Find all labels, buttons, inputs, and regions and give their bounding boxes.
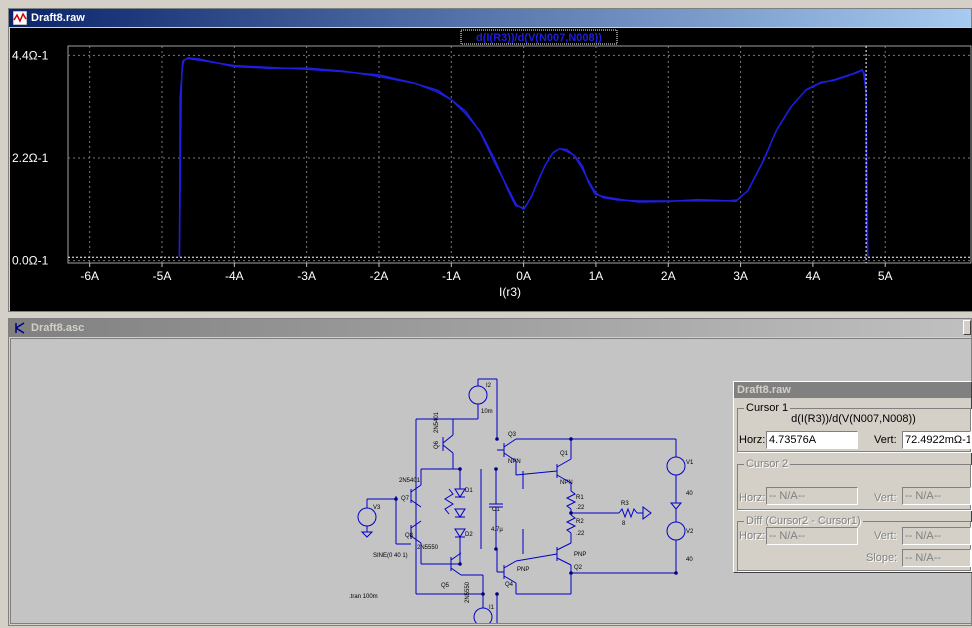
cursor1-horz-field[interactable]: 4.73576A (766, 431, 858, 449)
v2-label: V2 (686, 529, 694, 535)
x-axis-label: I(r3) (499, 285, 521, 299)
x-tick-label: 0A (516, 269, 531, 283)
trace-line (178, 57, 869, 258)
waveform-icon (13, 11, 27, 25)
q1-model: NPN (560, 480, 573, 486)
i1-label: I1 (489, 605, 495, 611)
diff-vert-field[interactable]: -- N/A-- (902, 527, 971, 545)
q3-model: NPN (508, 459, 521, 465)
c1-label: C1 (492, 507, 500, 513)
window-button[interactable] (963, 320, 971, 335)
schematic-window-titlebar[interactable]: Draft8.asc (9, 319, 971, 337)
v3-label: V3 (373, 505, 381, 511)
cursor1-trace: d(I(R3))/d(V(N007,N008)) (791, 413, 916, 425)
v2-value: 40 (686, 557, 693, 563)
d2-label: D2 (465, 532, 473, 538)
schematic-junctions (394, 437, 678, 596)
v3-value: SINE(0 40 1) (373, 553, 408, 559)
schematic-labels: I2 10m 2N5401 Q6 Q3 NPN Q1 NPN 2N5401 Q7… (349, 383, 694, 611)
r1-label: R1 (576, 495, 584, 501)
x-tick-label: 3A (733, 269, 748, 283)
diff-horz-field[interactable]: -- N/A-- (766, 527, 858, 545)
plot-window[interactable]: Draft8.raw -6A -5A -4A -3A -2A -1A 0A 1A 2A 3A 4A 5… (8, 8, 972, 312)
y-tick-label: 4.4Ω-1 (12, 48, 49, 62)
r2-label: R2 (576, 519, 584, 525)
x-tick-label: -3A (297, 269, 316, 283)
q6-model: 2N5401 (434, 411, 440, 433)
q5-model: 2N5550 (465, 581, 471, 603)
r1-value: .22 (576, 505, 585, 511)
q6-label: Q6 (434, 440, 440, 449)
q8-model: 2N5550 (417, 545, 439, 551)
v1-label: V1 (686, 460, 694, 466)
x-tick-label: -4A (225, 269, 244, 283)
cursor2-horz-field[interactable]: -- N/A-- (766, 487, 858, 505)
tran-directive: .tran 100m (349, 594, 378, 600)
x-tick-label: 5A (878, 269, 893, 283)
r3-value: 8 (622, 521, 626, 527)
schematic-drawing[interactable]: I2 10m 2N5401 Q6 Q3 NPN Q1 NPN 2N5401 Q7… (11, 339, 971, 628)
plot-area[interactable]: -6A -5A -4A -3A -2A -1A 0A 1A 2A 3A 4A 5A 4.4Ω-1 2.2Ω… (10, 28, 972, 311)
cursor2-vert-label: Vert: (874, 492, 897, 504)
cursor2-vert-field[interactable]: -- N/A-- (902, 487, 971, 505)
plot-frame (67, 45, 972, 264)
q5-label: Q5 (441, 583, 450, 589)
x-tick-label: -1A (442, 269, 461, 283)
x-tick-label: 4A (806, 269, 821, 283)
trace-label-box (460, 29, 618, 45)
cursor1-legend: Cursor 1 (746, 402, 789, 414)
cursor2-horz-label: Horz: (739, 492, 766, 504)
i2-label: I2 (486, 383, 492, 389)
diff-slope-field[interactable]: -- N/A-- (902, 549, 971, 567)
diff-slope-label: Slope: (866, 552, 898, 564)
q8-label: Q8 (405, 533, 414, 539)
q1-label: Q1 (560, 451, 569, 457)
cursor1-group: Cursor 1 (737, 402, 971, 452)
r3-label: R3 (621, 501, 629, 507)
trace-label: d(I(R3))/d(V(N007,N008)) (476, 32, 602, 44)
r2-value: .22 (576, 531, 585, 537)
cursor1-horz-label: Horz: (739, 434, 766, 446)
q3-label: Q3 (508, 432, 517, 438)
x-tick-label: -2A (370, 269, 389, 283)
v1-value: 40 (686, 491, 693, 497)
y-tick-label: 0.0Ω-1 (12, 254, 49, 268)
x-tick-label: 2A (661, 269, 676, 283)
q2-model: PNP (574, 552, 586, 558)
q7-model: 2N5401 (399, 478, 421, 484)
plot-svg[interactable]: -6A -5A -4A -3A -2A -1A 0A 1A 2A 3A 4A 5A 4.4Ω-1 2.2Ω… (10, 28, 972, 311)
schematic-wires (357, 378, 686, 628)
x-tick-label: -6A (80, 269, 99, 283)
diff-legend: Diff (Cursor2 - Cursor1) (746, 515, 861, 527)
schematic-window-title: Draft8.asc (31, 322, 85, 334)
q7-label: Q7 (401, 496, 410, 502)
q2-label: Q2 (574, 565, 583, 571)
q4-label: Q4 (505, 582, 514, 588)
i2-value: 10m (481, 409, 493, 415)
d1-label: D1 (465, 488, 473, 494)
schematic-icon (15, 322, 25, 334)
cursor1-vert-field[interactable]: 72.4922mΩ-1 (902, 431, 971, 449)
c1-value: 4.7µ (491, 527, 503, 533)
cursor-panel[interactable]: Draft8.raw Cursor 1 d(I(R3))/d(V(N007,N0… (733, 381, 972, 573)
cursor1-vert-label: Vert: (874, 434, 897, 446)
x-tick-label: 1A (589, 269, 604, 283)
q4-model: PNP (517, 567, 529, 573)
diff-horz-label: Horz: (739, 530, 766, 542)
plot-window-title: Draft8.raw (31, 12, 85, 24)
cursor-panel-title[interactable]: Draft8.raw (734, 382, 971, 398)
x-tick-label: -5A (153, 269, 172, 283)
cursor2-legend: Cursor 2 (746, 458, 789, 470)
y-tick-label: 2.2Ω-1 (12, 151, 49, 165)
diff-vert-label: Vert: (874, 530, 897, 542)
plot-window-titlebar[interactable]: Draft8.raw (9, 9, 971, 27)
cursor2-group: Cursor 2 (737, 458, 971, 510)
